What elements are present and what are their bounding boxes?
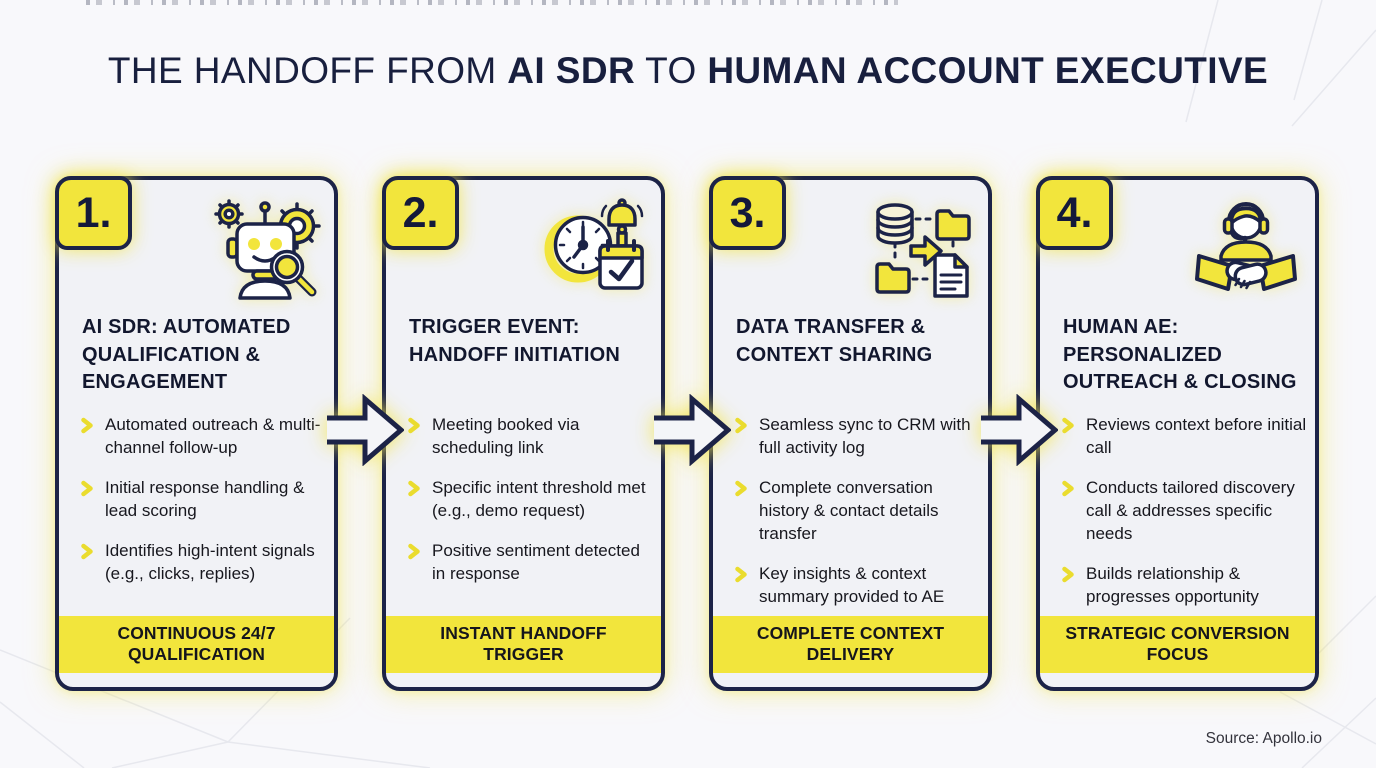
step-number-badge: 1. xyxy=(55,176,132,250)
list-item: Builds relationship & progresses opportu… xyxy=(1061,563,1311,609)
bullet-text: Conducts tailored discovery call & addre… xyxy=(1086,477,1295,543)
step-number: 4. xyxy=(1056,188,1093,237)
chevron-bullet-icon xyxy=(407,477,421,523)
step-banner: COMPLETE CONTEXT DELIVERY xyxy=(713,615,988,673)
step-number-badge: 4. xyxy=(1036,176,1113,250)
bullet-text: Initial response handling & lead scoring xyxy=(105,477,305,520)
step-number: 1. xyxy=(75,188,112,237)
step-banner: INSTANT HANDOFF TRIGGER xyxy=(386,615,661,673)
chevron-bullet-icon xyxy=(407,414,421,460)
banner-text: COMPLETE CONTEXT DELIVERY xyxy=(756,622,945,665)
step-heading: AI SDR: AUTOMATED QUALIFICATION & ENGAGE… xyxy=(82,316,291,394)
list-item: Initial response handling & lead scoring xyxy=(80,477,330,523)
chevron-bullet-icon xyxy=(80,540,94,586)
chevron-bullet-icon xyxy=(80,414,94,460)
chevron-bullet-icon xyxy=(407,540,421,586)
step-card-2: 2. xyxy=(382,176,665,691)
banner-text: CONTINUOUS 24/7 QUALIFICATION xyxy=(117,622,276,665)
step-heading: DATA TRANSFER & CONTEXT SHARING xyxy=(736,316,933,366)
chevron-bullet-icon xyxy=(1061,477,1075,546)
bullet-text: Meeting booked via scheduling link xyxy=(432,415,580,457)
banner-text: STRATEGIC CONVERSION FOCUS xyxy=(1065,622,1290,665)
step-bullet-list: Seamless sync to CRM with full activity … xyxy=(734,414,984,626)
title-regular-2: TO xyxy=(635,50,708,91)
bullet-text: Identifies high-intent signals (e.g., cl… xyxy=(105,540,315,583)
list-item: Identifies high-intent signals (e.g., cl… xyxy=(80,540,330,586)
title-bold-ai-sdr: AI SDR xyxy=(507,50,636,91)
database-folders-document-icon xyxy=(860,190,978,310)
title-regular-1: THE HANDOFF FROM xyxy=(107,50,508,91)
chevron-bullet-icon xyxy=(80,477,94,523)
chevron-bullet-icon xyxy=(734,563,748,609)
list-item: Key insights & context summary provided … xyxy=(734,563,984,609)
step-card-1: 1. xyxy=(55,176,338,691)
bullet-text: Seamless sync to CRM with full activity … xyxy=(759,415,971,457)
list-item: Positive sentiment detected in response xyxy=(407,540,657,586)
list-item: Reviews context before initial call xyxy=(1061,414,1311,460)
step-banner: CONTINUOUS 24/7 QUALIFICATION xyxy=(59,615,334,673)
agent-headset-handshake-icon xyxy=(1187,190,1305,310)
step-bullet-list: Reviews context before initial call Cond… xyxy=(1061,414,1311,626)
title-bold-human-ae: HUMAN ACCOUNT EXECUTIVE xyxy=(707,50,1269,91)
step-number: 2. xyxy=(402,188,439,237)
source-attribution: Source: Apollo.io xyxy=(1205,730,1322,747)
bullet-text: Builds relationship & progresses opportu… xyxy=(1086,563,1259,606)
bullet-text: Key insights & context summary provided … xyxy=(759,563,945,606)
step-bullet-list: Meeting booked via scheduling link Speci… xyxy=(407,414,657,603)
step-number: 3. xyxy=(729,188,766,237)
step-heading: TRIGGER EVENT: HANDOFF INITIATION xyxy=(409,316,620,366)
list-item: Automated outreach & multi-channel follo… xyxy=(80,414,330,460)
bullet-text: Positive sentiment detected in response xyxy=(432,540,640,583)
chevron-bullet-icon xyxy=(1061,563,1075,609)
bullet-text: Automated outreach & multi-channel follo… xyxy=(105,415,321,457)
arrow-right-icon xyxy=(981,394,1058,466)
step-banner: STRATEGIC CONVERSION FOCUS xyxy=(1040,615,1315,673)
step-card-3: 3. xyxy=(709,176,992,691)
page-title: THE HANDOFF FROM AI SDR TO HUMAN ACCOUNT… xyxy=(0,50,1376,92)
arrow-right-icon xyxy=(654,394,731,466)
chevron-bullet-icon xyxy=(1061,414,1075,460)
step-number-badge: 3. xyxy=(709,176,786,250)
chevron-bullet-icon xyxy=(734,477,748,546)
list-item: Seamless sync to CRM with full activity … xyxy=(734,414,984,460)
step-number-badge: 2. xyxy=(382,176,459,250)
list-item: Conducts tailored discovery call & addre… xyxy=(1061,477,1311,546)
bullet-text: Complete conversation history & contact … xyxy=(759,477,939,543)
cropped-edge-artifact xyxy=(86,0,898,5)
clock-bell-calendar-icon xyxy=(533,190,651,310)
step-heading: HUMAN AE: PERSONALIZED OUTREACH & CLOSIN… xyxy=(1063,316,1297,394)
banner-text: INSTANT HANDOFF TRIGGER xyxy=(440,622,607,665)
bullet-text: Reviews context before initial call xyxy=(1086,415,1307,457)
step-card-4: 4. xyxy=(1036,176,1319,691)
list-item: Meeting booked via scheduling link xyxy=(407,414,657,460)
list-item: Complete conversation history & contact … xyxy=(734,477,984,546)
bullet-text: Specific intent threshold met (e.g., dem… xyxy=(432,477,646,520)
list-item: Specific intent threshold met (e.g., dem… xyxy=(407,477,657,523)
step-bullet-list: Automated outreach & multi-channel follo… xyxy=(80,414,330,603)
arrow-right-icon xyxy=(327,394,404,466)
robot-gears-magnifier-icon xyxy=(206,190,324,310)
chevron-bullet-icon xyxy=(734,414,748,460)
